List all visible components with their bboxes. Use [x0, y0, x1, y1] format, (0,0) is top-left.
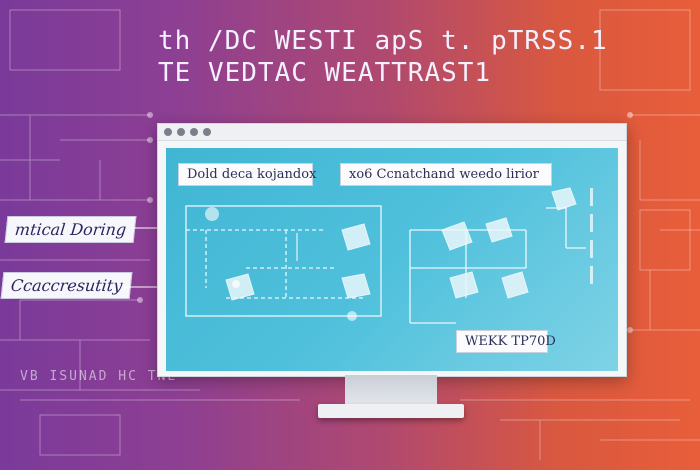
diagram-card: [441, 221, 473, 251]
window-control-dot[interactable]: [177, 128, 185, 136]
faint-background-text: VB ISUNAD HC TNE: [20, 369, 178, 384]
screen-field-bottom[interactable]: WEKK TP70D: [456, 330, 556, 353]
headline-line-2: TE VEDTAC WEATTRAST1: [158, 58, 492, 88]
window-control-dot[interactable]: [164, 128, 172, 136]
monitor-stand-base: [318, 404, 464, 418]
diagram-card: [341, 273, 371, 299]
headline-line-1: th /DC WESTI apS t. pTRSS.1: [158, 26, 608, 56]
window-control-dot[interactable]: [190, 128, 198, 136]
flow-box-left: [185, 205, 382, 317]
flow-diagram: [185, 187, 593, 324]
diagram-card: [551, 187, 577, 211]
diagram-card: [341, 223, 371, 251]
window-titlebar: [158, 124, 626, 141]
screen-field-left[interactable]: Dold deca kojandox: [178, 163, 316, 186]
screen-content: Dold deca kojandox xo6 Ccnatchand weedo …: [166, 148, 618, 371]
diagram-card: [225, 273, 255, 301]
diagram-card: [449, 271, 479, 299]
diagram-card: [501, 271, 529, 299]
window-control-dot[interactable]: [203, 128, 211, 136]
screen-field-right[interactable]: xo6 Ccnatchand weedo lirior: [340, 163, 552, 186]
monitor-window: Dold deca kojandox xo6 Ccnatchand weedo …: [157, 123, 627, 377]
diagram-card: [485, 217, 513, 243]
monitor-stand-neck: [345, 375, 437, 405]
